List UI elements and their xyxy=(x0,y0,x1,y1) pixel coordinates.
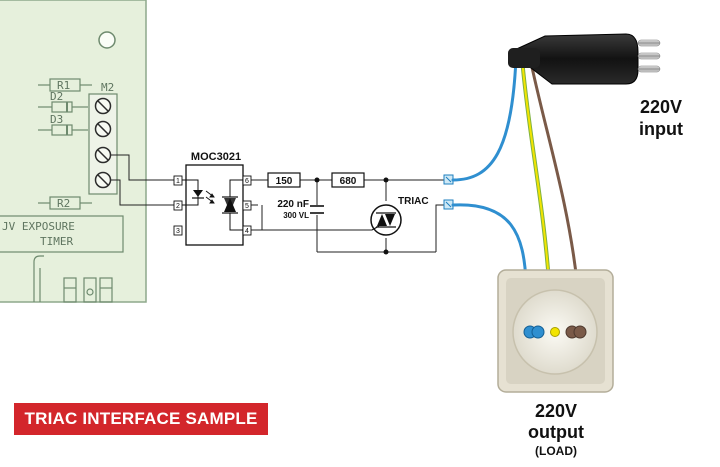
pin-5: 5 xyxy=(245,203,249,210)
optocoupler-label: MOC3021 xyxy=(191,151,241,163)
pin-1: 1 xyxy=(176,178,180,185)
diode-d2-footprint: D2 xyxy=(38,90,88,113)
resistor-r1-footprint: R1 xyxy=(38,78,92,92)
earth-wire-yellow xyxy=(521,57,550,283)
pcb-title-line2: TIMER xyxy=(40,235,73,248)
socket-earth-yellow xyxy=(550,327,560,337)
resistor-150-label: 150 xyxy=(276,176,293,187)
m2-label: M2 xyxy=(101,81,114,94)
pcb-bottom-footprints xyxy=(33,255,113,303)
resistor-680-label: 680 xyxy=(340,176,357,187)
mounting-hole xyxy=(98,31,116,49)
blue-wire-input xyxy=(451,56,518,182)
diode-d3-footprint: D3 xyxy=(38,113,88,136)
junction-dot xyxy=(383,249,389,255)
r1-label: R1 xyxy=(57,79,70,92)
capacitor-voltage: 300 VL xyxy=(283,211,309,220)
screw-terminal xyxy=(94,120,112,138)
junction-dot xyxy=(383,177,389,183)
terminal-block-m2: M2 xyxy=(88,81,118,195)
title-banner: TRIAC INTERFACE SAMPLE xyxy=(14,403,268,435)
mains-plug xyxy=(508,33,661,85)
wall-socket xyxy=(497,269,614,393)
screw-terminal xyxy=(94,146,112,164)
screw-terminal xyxy=(94,97,112,115)
pin-4: 4 xyxy=(245,228,249,235)
triac-label: TRIAC xyxy=(398,196,429,207)
capacitor-value: 220 nF xyxy=(277,199,309,210)
r2-label: R2 xyxy=(57,197,70,210)
socket-label-output: output xyxy=(528,422,584,442)
socket-hole-brown xyxy=(573,325,587,339)
resistor-150: 150 xyxy=(267,172,301,188)
blue-wire-output xyxy=(451,203,528,284)
pin-6: 6 xyxy=(245,178,249,185)
pcb-board: R1 D2 D3 M2 xyxy=(0,0,147,303)
pin-3: 3 xyxy=(176,228,180,235)
d3-label: D3 xyxy=(50,113,63,126)
d2-label: D2 xyxy=(50,90,63,103)
socket-label-voltage: 220V xyxy=(535,401,577,421)
opto-triac-icon xyxy=(222,196,238,214)
power-circuit-wiring xyxy=(251,179,444,253)
plug-label-voltage: 220V xyxy=(640,97,682,117)
resistor-r2-footprint: R2 xyxy=(38,196,92,210)
socket-label-load: (LOAD) xyxy=(535,444,577,458)
mains-cables xyxy=(451,56,579,284)
led-icon xyxy=(192,190,204,199)
brown-wire xyxy=(528,56,579,284)
capacitor: 220 nF 300 VL xyxy=(277,199,324,220)
plug-label-input: input xyxy=(639,119,683,139)
junction-dot xyxy=(314,177,320,183)
socket-hole-blue xyxy=(531,325,545,339)
pcb-title-line1: JV EXPOSURE xyxy=(2,220,75,233)
control-wiring xyxy=(111,154,174,206)
triac-symbol: TRIAC xyxy=(370,196,429,236)
light-arrows-icon xyxy=(205,190,215,204)
resistor-680: 680 xyxy=(331,172,365,188)
pin-2: 2 xyxy=(176,203,180,210)
moc3021-optocoupler: MOC3021 1 2 3 4 5 6 xyxy=(173,151,252,246)
screw-terminal xyxy=(94,171,112,189)
